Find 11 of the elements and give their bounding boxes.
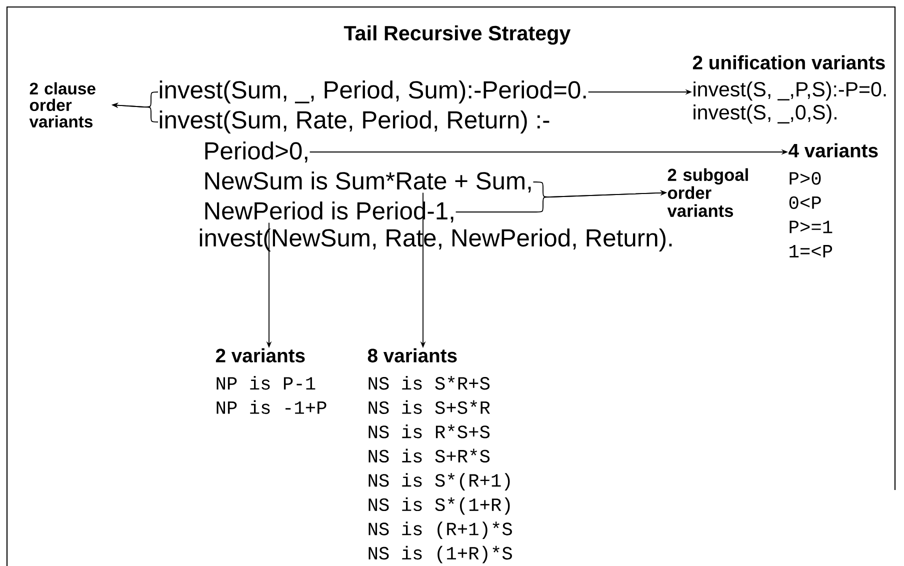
code-line: NewSum is Sum*Rate + Sum, bbox=[205, 171, 531, 192]
variant-list: 4 variants P>0 0<P P>=1 1=<P bbox=[788, 143, 878, 258]
variant-list: 8 variants NS is S*R+S NS is S+S*R NS is R*S+S NS is S+R*S NS is S*(R+1) NS is S*(1+R) NS is (R+1)*S NS is (1+R)*S bbox=[368, 348, 512, 564]
code-line: Period>0, bbox=[205, 141, 308, 162]
title: Tail Recursive Strategy bbox=[344, 25, 571, 45]
variant-list: 2 variants NP is P-1 NP is -1+P bbox=[216, 348, 326, 414]
variant-list: 2 unification variants invest(S, _,P,S):-P=0. invest(S, _,0,S). bbox=[692, 55, 886, 124]
code-line: invest(Sum, _, Period, Sum):-Period=0. bbox=[160, 80, 586, 104]
variant-label: 2 subgoal order variants bbox=[667, 168, 748, 217]
variant-label: 2 clause order variants bbox=[29, 82, 96, 128]
code-line: invest(Sum, Rate, Period, Return) :- bbox=[160, 110, 550, 134]
